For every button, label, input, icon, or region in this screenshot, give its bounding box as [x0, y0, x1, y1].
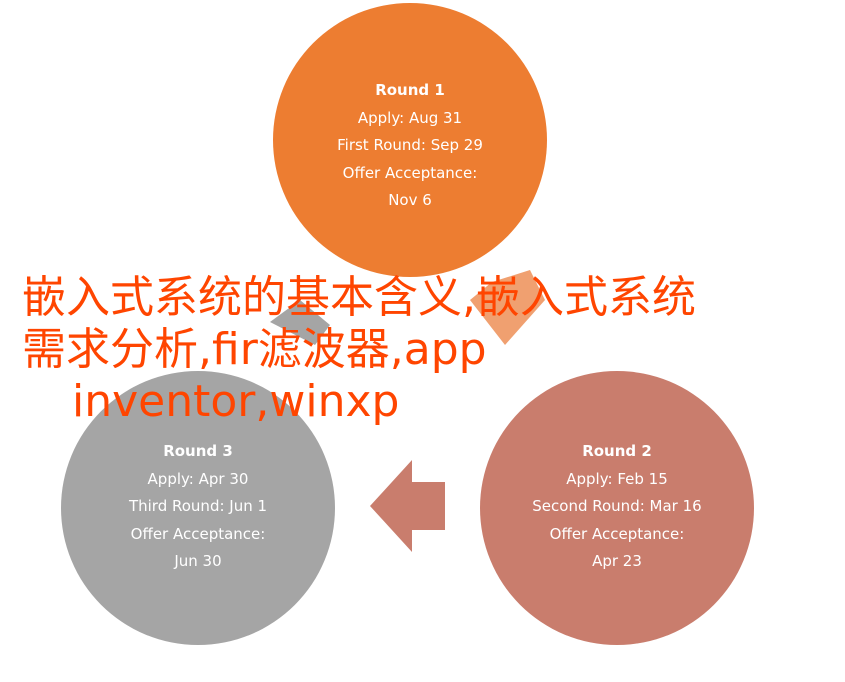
round1-label: Round 1 Apply: Aug 31 First Round: Sep 2…: [300, 77, 520, 215]
round3-circle: [61, 371, 335, 645]
round1-offer-date: Nov 6: [388, 191, 432, 209]
arrow-round2-to-round3: [370, 460, 445, 552]
round2-title: Round 2: [582, 442, 652, 460]
round3-offer: Offer Acceptance:: [130, 524, 266, 543]
round1-apply: Apply: Aug 31: [357, 108, 463, 127]
round2-apply: Apply: Feb 15: [566, 469, 668, 488]
round1-offer: Offer Acceptance:: [342, 163, 478, 182]
round3-title: Round 3: [163, 442, 233, 460]
round3-offer-date: Jun 30: [174, 552, 222, 570]
round2-offer-date: Apr 23: [592, 552, 642, 570]
round3-round: Third Round: Jun 1: [128, 497, 268, 515]
overlay-line-1: 嵌入式系统的基本含义,嵌入式系统: [22, 272, 696, 323]
round1-title: Round 1: [375, 81, 445, 99]
round2-circle: [480, 371, 754, 645]
overlay-line-2: 需求分析,fir滤波器,app: [22, 324, 487, 375]
round2-offer: Offer Acceptance:: [549, 524, 685, 543]
round2-round: Second Round: Mar 16: [532, 497, 702, 515]
round2-label: Round 2 Apply: Feb 15 Second Round: Mar …: [497, 438, 737, 576]
round1-round: First Round: Sep 29: [337, 136, 483, 154]
round1-circle: [273, 3, 547, 277]
overlay-line-3: inventor,winxp: [72, 376, 400, 427]
round3-label: Round 3 Apply: Apr 30 Third Round: Jun 1…: [88, 438, 308, 576]
overlay-title: 嵌入式系统的基本含义,嵌入式系统 需求分析,fir滤波器,app invento…: [22, 272, 822, 428]
arrow-round1-to-round2: [470, 270, 545, 345]
arrow-round3-to-round1: [270, 300, 330, 345]
round3-apply: Apply: Apr 30: [147, 469, 249, 488]
